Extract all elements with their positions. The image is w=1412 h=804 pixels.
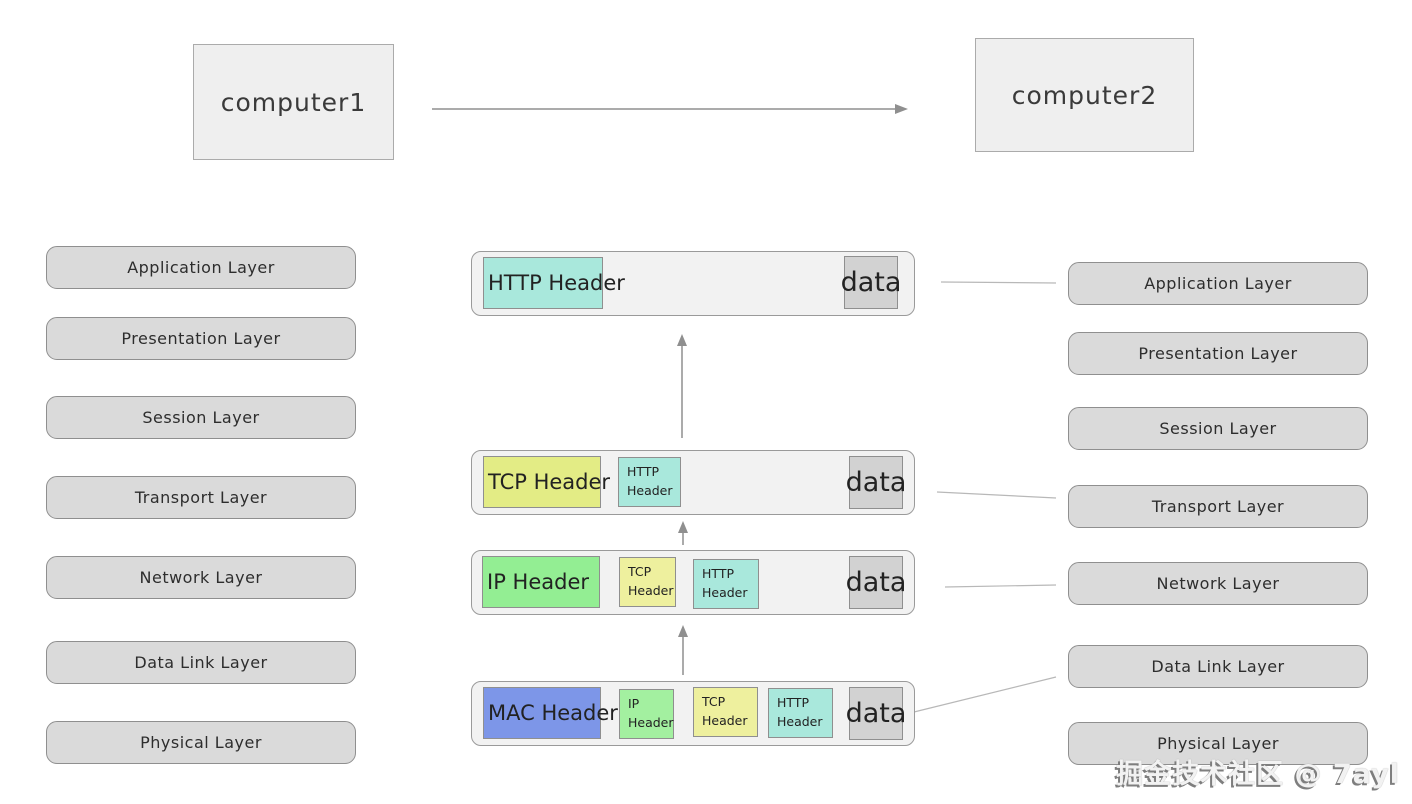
layer-label: Transport Layer: [134, 488, 268, 507]
layer-label: Network Layer: [139, 568, 263, 587]
data-segment: data: [846, 456, 906, 509]
header-word: Header: [627, 483, 673, 498]
layer-label: Presentation Layer: [1138, 344, 1298, 363]
ip-header-segment: IP Header: [482, 556, 600, 608]
http-word: HTTP: [627, 464, 659, 480]
layer-label: Data Link Layer: [134, 653, 268, 672]
left-layer-application: Application Layer: [46, 246, 356, 289]
right-layer-datalink: Data Link Layer: [1068, 645, 1368, 688]
http-header-segment: HTTP Header: [768, 688, 833, 738]
right-layer-session: Session Layer: [1068, 407, 1368, 450]
http-header-label: HTTP Header: [777, 694, 823, 732]
tcp-header-label: TCP Header: [702, 693, 748, 731]
packet-datalink-level: MAC Header IP Header TCP Header HTTP Hea…: [471, 681, 915, 746]
data-segment: data: [846, 556, 906, 609]
header-word: Header: [702, 713, 748, 728]
tcp-header-segment: TCP Header: [619, 557, 676, 607]
data-segment: data: [841, 256, 901, 309]
right-layer-network: Network Layer: [1068, 562, 1368, 605]
layer-label: Physical Layer: [1157, 734, 1279, 753]
tcp-header-label: TCP Header: [628, 563, 674, 601]
tcp-word: TCP: [628, 564, 652, 580]
left-layer-physical: Physical Layer: [46, 721, 356, 764]
http-header-segment: HTTP Header: [483, 257, 625, 309]
layer-label: Presentation Layer: [121, 329, 281, 348]
packet-network-level: IP Header TCP Header HTTP Header data: [471, 550, 915, 615]
ip-header-label: IP Header: [628, 695, 674, 733]
layer-label: Application Layer: [1144, 274, 1292, 293]
right-layer-physical: Physical Layer: [1068, 722, 1368, 765]
header-word: Header: [777, 714, 823, 729]
right-layer-application: Application Layer: [1068, 262, 1368, 305]
tcp-header-segment: TCP Header: [483, 456, 610, 508]
data-segment: data: [846, 687, 906, 740]
tcp-header-label: TCP Header: [488, 470, 611, 494]
watermark: 掘金技术社区 @ 7ayl: [1116, 759, 1400, 790]
left-layer-network: Network Layer: [46, 556, 356, 599]
layer-label: Physical Layer: [140, 733, 262, 752]
http-header-label: HTTP Header: [488, 271, 625, 295]
header-word: Header: [702, 585, 748, 600]
mac-header-segment: MAC Header: [483, 687, 618, 739]
http-header-label: HTTP Header: [627, 463, 673, 501]
ip-word: IP: [628, 696, 640, 712]
connector-http-to-application: [940, 281, 1057, 284]
computer1-to-computer2-arrow: [432, 104, 908, 114]
ip-header-segment: IP Header: [619, 689, 674, 739]
tcp-header-segment: TCP Header: [693, 687, 758, 737]
layer-label: Transport Layer: [1151, 497, 1285, 516]
right-layer-transport: Transport Layer: [1068, 485, 1368, 528]
http-header-label: HTTP Header: [702, 565, 748, 603]
left-layer-datalink: Data Link Layer: [46, 641, 356, 684]
mac-header-label: MAC Header: [488, 701, 618, 725]
connector-ip-to-network: [944, 584, 1057, 588]
connector-tcp-to-transport: [936, 491, 1057, 499]
header-word: Header: [628, 715, 674, 730]
data-label: data: [845, 467, 907, 498]
layer-label: Network Layer: [1156, 574, 1280, 593]
up-arrow-ip-to-tcp: [678, 521, 688, 545]
packet-application-level: HTTP Header data: [471, 251, 915, 316]
left-layer-session: Session Layer: [46, 396, 356, 439]
connector-mac-to-datalink: [913, 676, 1057, 713]
left-layer-presentation: Presentation Layer: [46, 317, 356, 360]
layer-label: Data Link Layer: [1151, 657, 1285, 676]
layer-label: Session Layer: [1159, 419, 1277, 438]
data-label: data: [840, 267, 902, 298]
layer-label: Session Layer: [142, 408, 260, 427]
ip-header-label: IP Header: [487, 570, 589, 594]
right-layer-presentation: Presentation Layer: [1068, 332, 1368, 375]
left-layer-transport: Transport Layer: [46, 476, 356, 519]
up-arrow-tcp-to-http: [677, 334, 687, 438]
http-word: HTTP: [702, 566, 734, 582]
tcp-word: TCP: [702, 694, 726, 710]
data-label: data: [845, 567, 907, 598]
computer1-box: computer1: [193, 44, 394, 160]
layer-label: Application Layer: [127, 258, 275, 277]
http-header-segment: HTTP Header: [693, 559, 759, 609]
data-label: data: [845, 698, 907, 729]
http-word: HTTP: [777, 695, 809, 711]
computer2-box: computer2: [975, 38, 1194, 152]
header-word: Header: [628, 583, 674, 598]
computer2-label: computer2: [1011, 80, 1158, 110]
computer1-label: computer1: [220, 87, 367, 117]
http-header-segment: HTTP Header: [618, 457, 681, 507]
packet-transport-level: TCP Header HTTP Header data: [471, 450, 915, 515]
up-arrow-mac-to-ip: [678, 625, 688, 675]
